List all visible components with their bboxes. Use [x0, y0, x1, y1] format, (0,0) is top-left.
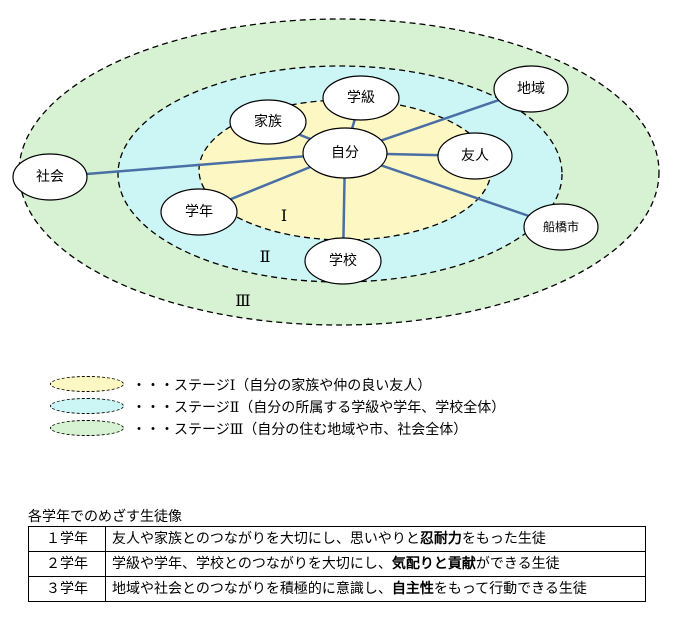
table-row: １学年 友人や家族とのつながりを大切にし、思いやりと忍耐力をもった生徒: [28, 526, 646, 552]
stage-diagram: 自分 家族 学級 友人 学年 学校 地域 社会 船橋市 Ⅰ Ⅱ Ⅲ: [12, 18, 660, 326]
legend-swatch-stage3: [50, 420, 124, 436]
node-friend: [437, 132, 513, 180]
goal-text-end: をもった生徒: [461, 531, 546, 547]
node-funabashi: [523, 203, 599, 251]
goal-keyword: 気配りと貢献: [391, 556, 476, 572]
node-friend-label: 友人: [461, 148, 489, 164]
goal-keyword: 忍耐力: [419, 531, 462, 547]
node-school: [304, 237, 382, 285]
goal-keyword: 自主性: [391, 581, 434, 597]
ring-label-3: Ⅲ: [235, 291, 250, 310]
grade-cell: ３学年: [28, 576, 106, 602]
goal-text: 地域や社会とのつながりを積極的に意識し、: [112, 581, 392, 597]
goal-text-end: ができる生徒: [475, 556, 560, 572]
goal-text: 学級や学年、学校とのつながりを大切にし、: [112, 556, 392, 572]
node-class-label: 学級: [347, 90, 375, 106]
student-goals-table: １学年 友人や家族とのつながりを大切にし、思いやりと忍耐力をもった生徒 ２学年 …: [28, 526, 646, 602]
node-grade-label: 学年: [185, 204, 213, 220]
node-funabashi-label: 船橋市: [543, 219, 579, 234]
legend-text-stage2: ・・・ステージⅡ（自分の所属する学級や学年、学校全体）: [132, 400, 506, 416]
node-family-label: 家族: [254, 113, 282, 130]
node-family: [229, 99, 307, 145]
table-row: ２学年 学級や学年、学校とのつながりを大切にし、気配りと貢献ができる生徒: [28, 551, 646, 577]
grade-cell: ２学年: [28, 551, 106, 577]
goal-text: 友人や家族とのつながりを大切にし、思いやりと: [112, 531, 420, 547]
goal-cell: 友人や家族とのつながりを大切にし、思いやりと忍耐力をもった生徒: [105, 526, 646, 552]
node-region-label: 地域: [517, 81, 545, 97]
node-class: [322, 75, 400, 121]
legend-swatch-stage1: [50, 376, 124, 392]
legend-swatch-stage2: [50, 398, 124, 414]
goal-text-end: をもって行動できる生徒: [433, 581, 587, 597]
node-society-label: 社会: [36, 169, 64, 185]
node-school-label: 学校: [329, 252, 357, 269]
node-region: [493, 65, 569, 113]
ring-label-1: Ⅰ: [281, 206, 287, 225]
goal-cell: 地域や社会とのつながりを積極的に意識し、自主性をもって行動できる生徒: [105, 576, 646, 602]
node-self: [302, 127, 388, 179]
legend-text-stage3: ・・・ステージⅢ（自分の住む地域や市、社会全体）: [132, 422, 468, 438]
node-self-label: 自分: [331, 145, 359, 161]
table-row: ３学年 地域や社会とのつながりを積極的に意識し、自主性をもって行動できる生徒: [28, 576, 646, 602]
node-society: [12, 153, 88, 201]
goal-cell: 学級や学年、学校とのつながりを大切にし、気配りと貢献ができる生徒: [105, 551, 646, 577]
node-grade: [160, 188, 238, 236]
legend-text-stage1: ・・・ステージⅠ（自分の家族や仲の良い友人）: [132, 378, 432, 394]
ring-label-2: Ⅱ: [260, 247, 271, 266]
table-title: 各学年でのめざす生徒像: [28, 509, 182, 525]
grade-cell: １学年: [28, 526, 106, 552]
